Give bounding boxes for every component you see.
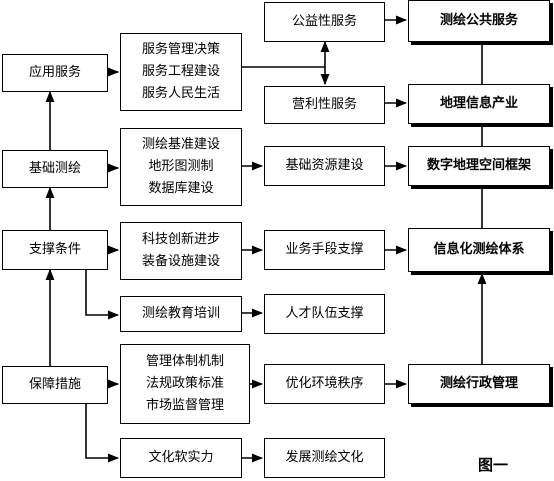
education-box: 测绘教育培训 [120,296,242,332]
culture-dev-label: 发展测绘文化 [285,450,364,465]
app-service-box: 应用服务 [2,54,108,92]
public-service-result-label: 测绘公共服务 [439,13,518,28]
support-items-box: 科技创新进步 装备设施建设 [120,222,242,280]
public-service-box: 公益性服务 [264,2,385,42]
app-items-box: 服务管理决策 服务工程建设 服务人民生活 [120,33,242,111]
culture-label: 文化软实力 [148,450,214,465]
app-item-0: 服务管理决策 [141,42,220,57]
arrow-guarantee-to-culture [85,404,120,463]
business-means-label: 业务手段支撑 [285,242,364,257]
culture-box: 文化软实力 [120,438,242,478]
public-service-result-box: 测绘公共服务 [408,0,550,42]
basic-resource-box: 基础资源建设 [264,146,385,186]
informatization-label: 信息化测绘体系 [433,242,525,257]
support-box: 支撑条件 [2,230,108,270]
digital-framework-label: 数字地理空间框架 [426,158,531,173]
guarantee-item-1: 法规政策标准 [145,376,224,391]
talent-box: 人才队伍支撑 [264,294,385,334]
support-item-0: 科技创新进步 [141,232,220,247]
commercial-service-label: 营利性服务 [291,97,357,112]
environment-box: 优化环境秩序 [264,364,385,404]
basic-resource-label: 基础资源建设 [285,158,364,173]
digital-framework-box: 数字地理空间框架 [408,146,550,186]
business-means-box: 业务手段支撑 [264,230,385,270]
guarantee-items-box: 管理体制机制 法规政策标准 市场监督管理 [120,344,250,424]
foundation-item-1: 地形图测制 [148,159,214,174]
administration-label: 测绘行政管理 [439,376,518,391]
talent-label: 人才队伍支撑 [285,306,364,321]
guarantee-box: 保障措施 [2,366,108,404]
arrow-support-to-education [85,270,120,320]
culture-dev-box: 发展测绘文化 [264,438,385,478]
foundation-items-box: 测绘基准建设 地形图测制 数据库建设 [120,128,242,206]
foundation-item-0: 测绘基准建设 [141,137,220,152]
geo-industry-box: 地理信息产业 [408,84,550,124]
app-item-1: 服务工程建设 [141,64,220,79]
public-service-label: 公益性服务 [291,14,357,29]
guarantee-label: 保障措施 [28,377,81,392]
figure-caption: 图一 [478,456,509,474]
administration-box: 测绘行政管理 [408,364,550,404]
foundation-label: 基础测绘 [28,161,81,176]
support-label: 支撑条件 [28,242,81,257]
app-service-label: 应用服务 [28,65,81,80]
geo-industry-label: 地理信息产业 [439,96,518,111]
environment-label: 优化环境秩序 [285,376,364,391]
foundation-item-2: 数据库建设 [148,181,214,196]
informatization-box: 信息化测绘体系 [408,228,550,272]
commercial-service-box: 营利性服务 [264,86,385,124]
guarantee-item-2: 市场监督管理 [145,398,224,413]
support-item-1: 装备设施建设 [141,254,220,269]
foundation-box: 基础测绘 [2,150,108,188]
app-item-2: 服务人民生活 [141,86,220,101]
education-label: 测绘教育培训 [141,306,220,321]
guarantee-item-0: 管理体制机制 [145,354,224,369]
